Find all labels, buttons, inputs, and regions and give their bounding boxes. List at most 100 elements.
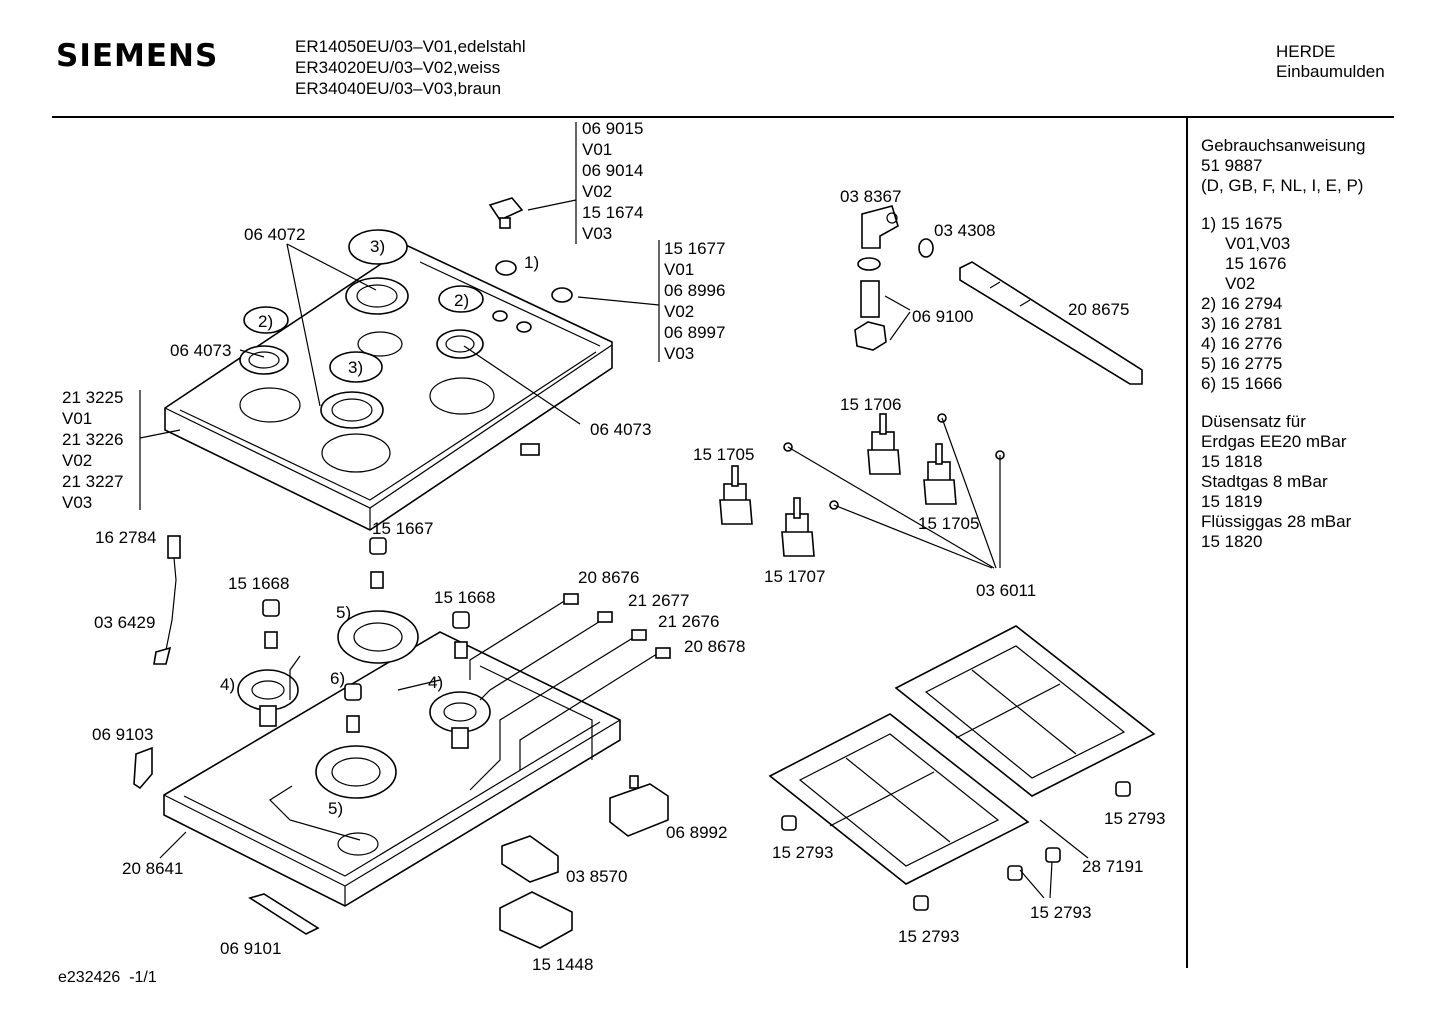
footer: e232426 -1/1 — [58, 969, 157, 987]
marker-label: 2) — [258, 312, 273, 331]
model-list: ER14050EU/03–V01,edelstahl ER34020EU/03–… — [295, 36, 526, 99]
category-block: HERDE Einbaumulden — [1276, 42, 1385, 82]
valve-left — [719, 465, 753, 525]
header-divider — [52, 116, 1394, 118]
igniter-electrode — [153, 535, 181, 665]
hex-nut — [854, 321, 887, 351]
part-label: 06 4073 — [590, 420, 651, 439]
marker-label: 5) — [328, 799, 343, 818]
nozzle-line: 15 1818 — [1201, 452, 1263, 471]
part-label: 03 8570 — [566, 867, 627, 886]
small-label-clip — [520, 443, 540, 456]
marker-label: 4) — [428, 673, 443, 692]
marker-label: 6) — [330, 669, 345, 688]
part-label: 06 9100 — [912, 307, 973, 326]
gas-tubes — [269, 593, 671, 841]
part-label: 20 8675 — [1068, 300, 1129, 319]
part-label: 20 8678 — [684, 637, 745, 656]
trim-strip — [248, 893, 320, 935]
part-label: 03 6011 — [976, 581, 1036, 600]
hob-variant-label: 21 3227 — [62, 472, 123, 491]
model-line: ER14050EU/03–V01,edelstahl — [295, 37, 526, 56]
mounting-bracket — [133, 746, 153, 790]
hob-variant-label: V02 — [62, 451, 92, 470]
sealing-washer — [918, 238, 934, 258]
model-line: ER34020EU/03–V02,weiss — [295, 58, 501, 77]
ignition-unit — [609, 775, 669, 837]
part-label: 15 1668 — [434, 588, 495, 607]
seal-ring — [857, 257, 881, 271]
footnote-line: 6) 15 1666 — [1201, 374, 1283, 393]
model-line: ER34040EU/03–V03,braun — [295, 79, 502, 98]
part-label: 06 4072 — [244, 225, 305, 244]
category-line: HERDE — [1276, 42, 1336, 61]
part-label: 06 9101 — [220, 939, 281, 958]
part-label: 15 1705 — [918, 514, 979, 533]
part-label: 15 1705 — [693, 445, 754, 464]
hob-variant-label: 21 3225 — [62, 388, 123, 407]
part-label: 20 8676 — [578, 568, 639, 587]
part-label: 21 2677 — [628, 591, 689, 610]
part-label: 20 8641 — [122, 859, 183, 878]
footnote-line: 5) 16 2775 — [1201, 354, 1283, 373]
marker-label: 1) — [524, 253, 539, 272]
nozzle-line: Düsensatz für — [1201, 412, 1306, 431]
footnote-block: 1) 15 1675 V01,V03 15 1676 V02 2) 16 279… — [1201, 214, 1365, 394]
nozzle-line: Stadtgas 8 mBar — [1201, 472, 1328, 491]
part-label: 06 4073 — [170, 341, 231, 360]
nozzle-line: Flüssiggas 28 mBar — [1201, 512, 1352, 531]
category-line: Einbaumulden — [1276, 62, 1385, 81]
nozzle-line: Erdgas EE20 mBar — [1201, 432, 1347, 451]
nozzle-line: 15 1819 — [1201, 492, 1263, 511]
valve-top — [867, 413, 901, 475]
hob-variant-label: 21 3226 — [62, 430, 123, 449]
control-knob — [488, 197, 524, 229]
manual-line: Gebrauchsanweisung — [1201, 136, 1366, 155]
part-label: 06 8992 — [666, 823, 727, 842]
manual-block: Gebrauchsanweisung 51 9887 (D, GB, F, NL… — [1201, 136, 1365, 196]
nozzle-parts — [262, 537, 470, 733]
part-label: 15 1706 — [840, 395, 901, 414]
part-label: 15 2793 — [772, 843, 833, 862]
page-indicator: -1/1 — [129, 969, 157, 986]
part-label: 28 7191 — [1082, 857, 1143, 876]
hob-variant-label: V03 — [62, 493, 92, 512]
cap-variant-label: V02 — [664, 302, 694, 321]
terminal-block — [501, 835, 559, 883]
hob-variant-label: V01 — [62, 409, 92, 428]
nozzle-set-block: Düsensatz für Erdgas EE20 mBar 15 1818 S… — [1201, 412, 1365, 552]
manual-line: (D, GB, F, NL, I, E, P) — [1201, 176, 1364, 195]
sidebar-divider — [1186, 118, 1188, 968]
footnote-line: V01,V03 — [1225, 234, 1291, 253]
part-label: 03 6429 — [94, 613, 155, 632]
valve-bottom — [781, 497, 815, 557]
part-label: 15 1668 — [228, 574, 289, 593]
burner-bodies — [237, 610, 491, 856]
cap-variant-label: 15 1677 — [664, 239, 725, 258]
sidebar-notes: Gebrauchsanweisung 51 9887 (D, GB, F, NL… — [1201, 136, 1365, 570]
part-label: 15 1667 — [372, 519, 433, 538]
cap-variant-label: V01 — [664, 260, 694, 279]
gas-supply-pipe — [959, 261, 1143, 385]
cap-variant-label: V03 — [664, 344, 694, 363]
nozzle-line: 15 1820 — [1201, 532, 1263, 551]
knob-caps — [492, 260, 573, 333]
footnote-line: 3) 16 2781 — [1201, 314, 1283, 333]
knob-variant-label: V02 — [582, 182, 612, 201]
part-label: 21 2676 — [658, 612, 719, 631]
part-label: 15 1448 — [532, 955, 593, 974]
knob-variant-label: 15 1674 — [582, 203, 643, 222]
footnote-line: 1) 15 1675 — [1201, 214, 1283, 233]
footnote-line: 4) 16 2776 — [1201, 334, 1283, 353]
pan-support-left — [768, 713, 1030, 885]
footnote-line: 2) 16 2794 — [1201, 294, 1283, 313]
footnote-line: V02 — [1225, 274, 1256, 293]
knob-variant-label: V01 — [582, 140, 612, 159]
part-label: 15 2793 — [1030, 903, 1091, 922]
fitting-body — [860, 280, 880, 318]
part-label: 15 2793 — [1104, 809, 1165, 828]
knob-variant-label: 06 9015 — [582, 119, 643, 138]
footnote-line: 15 1676 — [1225, 254, 1287, 273]
marker-label: 3) — [348, 358, 363, 377]
